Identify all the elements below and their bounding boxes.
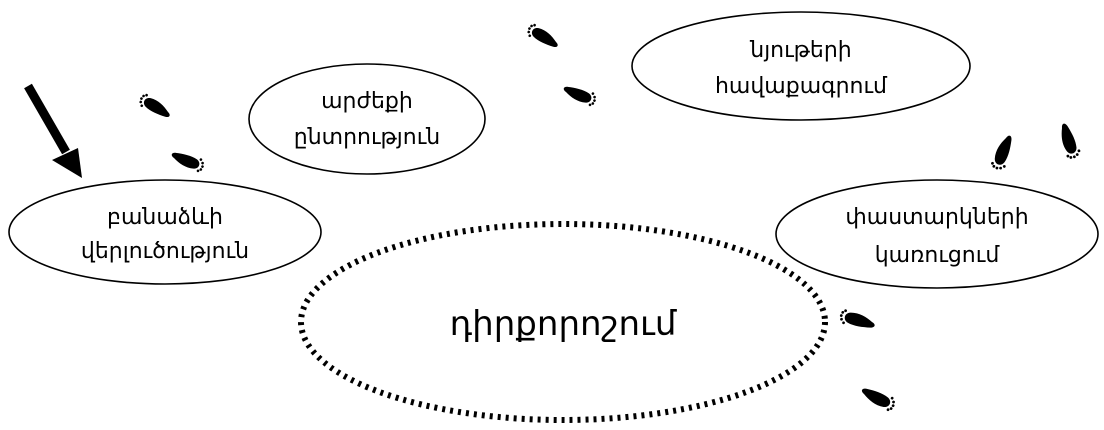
footprints-icon bbox=[989, 121, 1083, 172]
center-label: դիրքորոշում bbox=[450, 304, 677, 344]
step-node-1: բանաձևի վերլուծություն bbox=[8, 179, 322, 285]
step-2-line-2: ընտրություն bbox=[294, 125, 440, 150]
footprints-icon bbox=[524, 22, 599, 108]
step-node-3: նյութերի հավաքագրում bbox=[631, 11, 971, 121]
arrow-down-right-icon bbox=[24, 83, 82, 178]
footprints-icon bbox=[136, 92, 207, 174]
step-node-2: արժեքի ընտրություն bbox=[248, 63, 486, 175]
step-1-line-1: բանաձևի bbox=[107, 205, 223, 230]
step-1-line-2: վերլուծություն bbox=[81, 239, 249, 264]
step-4-line-2: կառուցում bbox=[875, 243, 1001, 268]
step-3-line-1: նյութերի bbox=[749, 38, 852, 63]
step-3-line-2: հավաքագրում bbox=[715, 74, 888, 99]
step-4-line-1: փաստարկների bbox=[845, 205, 1028, 230]
center-node: դիրքորոշում bbox=[298, 221, 828, 423]
step-2-line-1: արժեքի bbox=[321, 89, 413, 114]
step-node-4: փաստարկների կառուցում bbox=[775, 179, 1099, 289]
footprints-icon bbox=[837, 308, 898, 413]
